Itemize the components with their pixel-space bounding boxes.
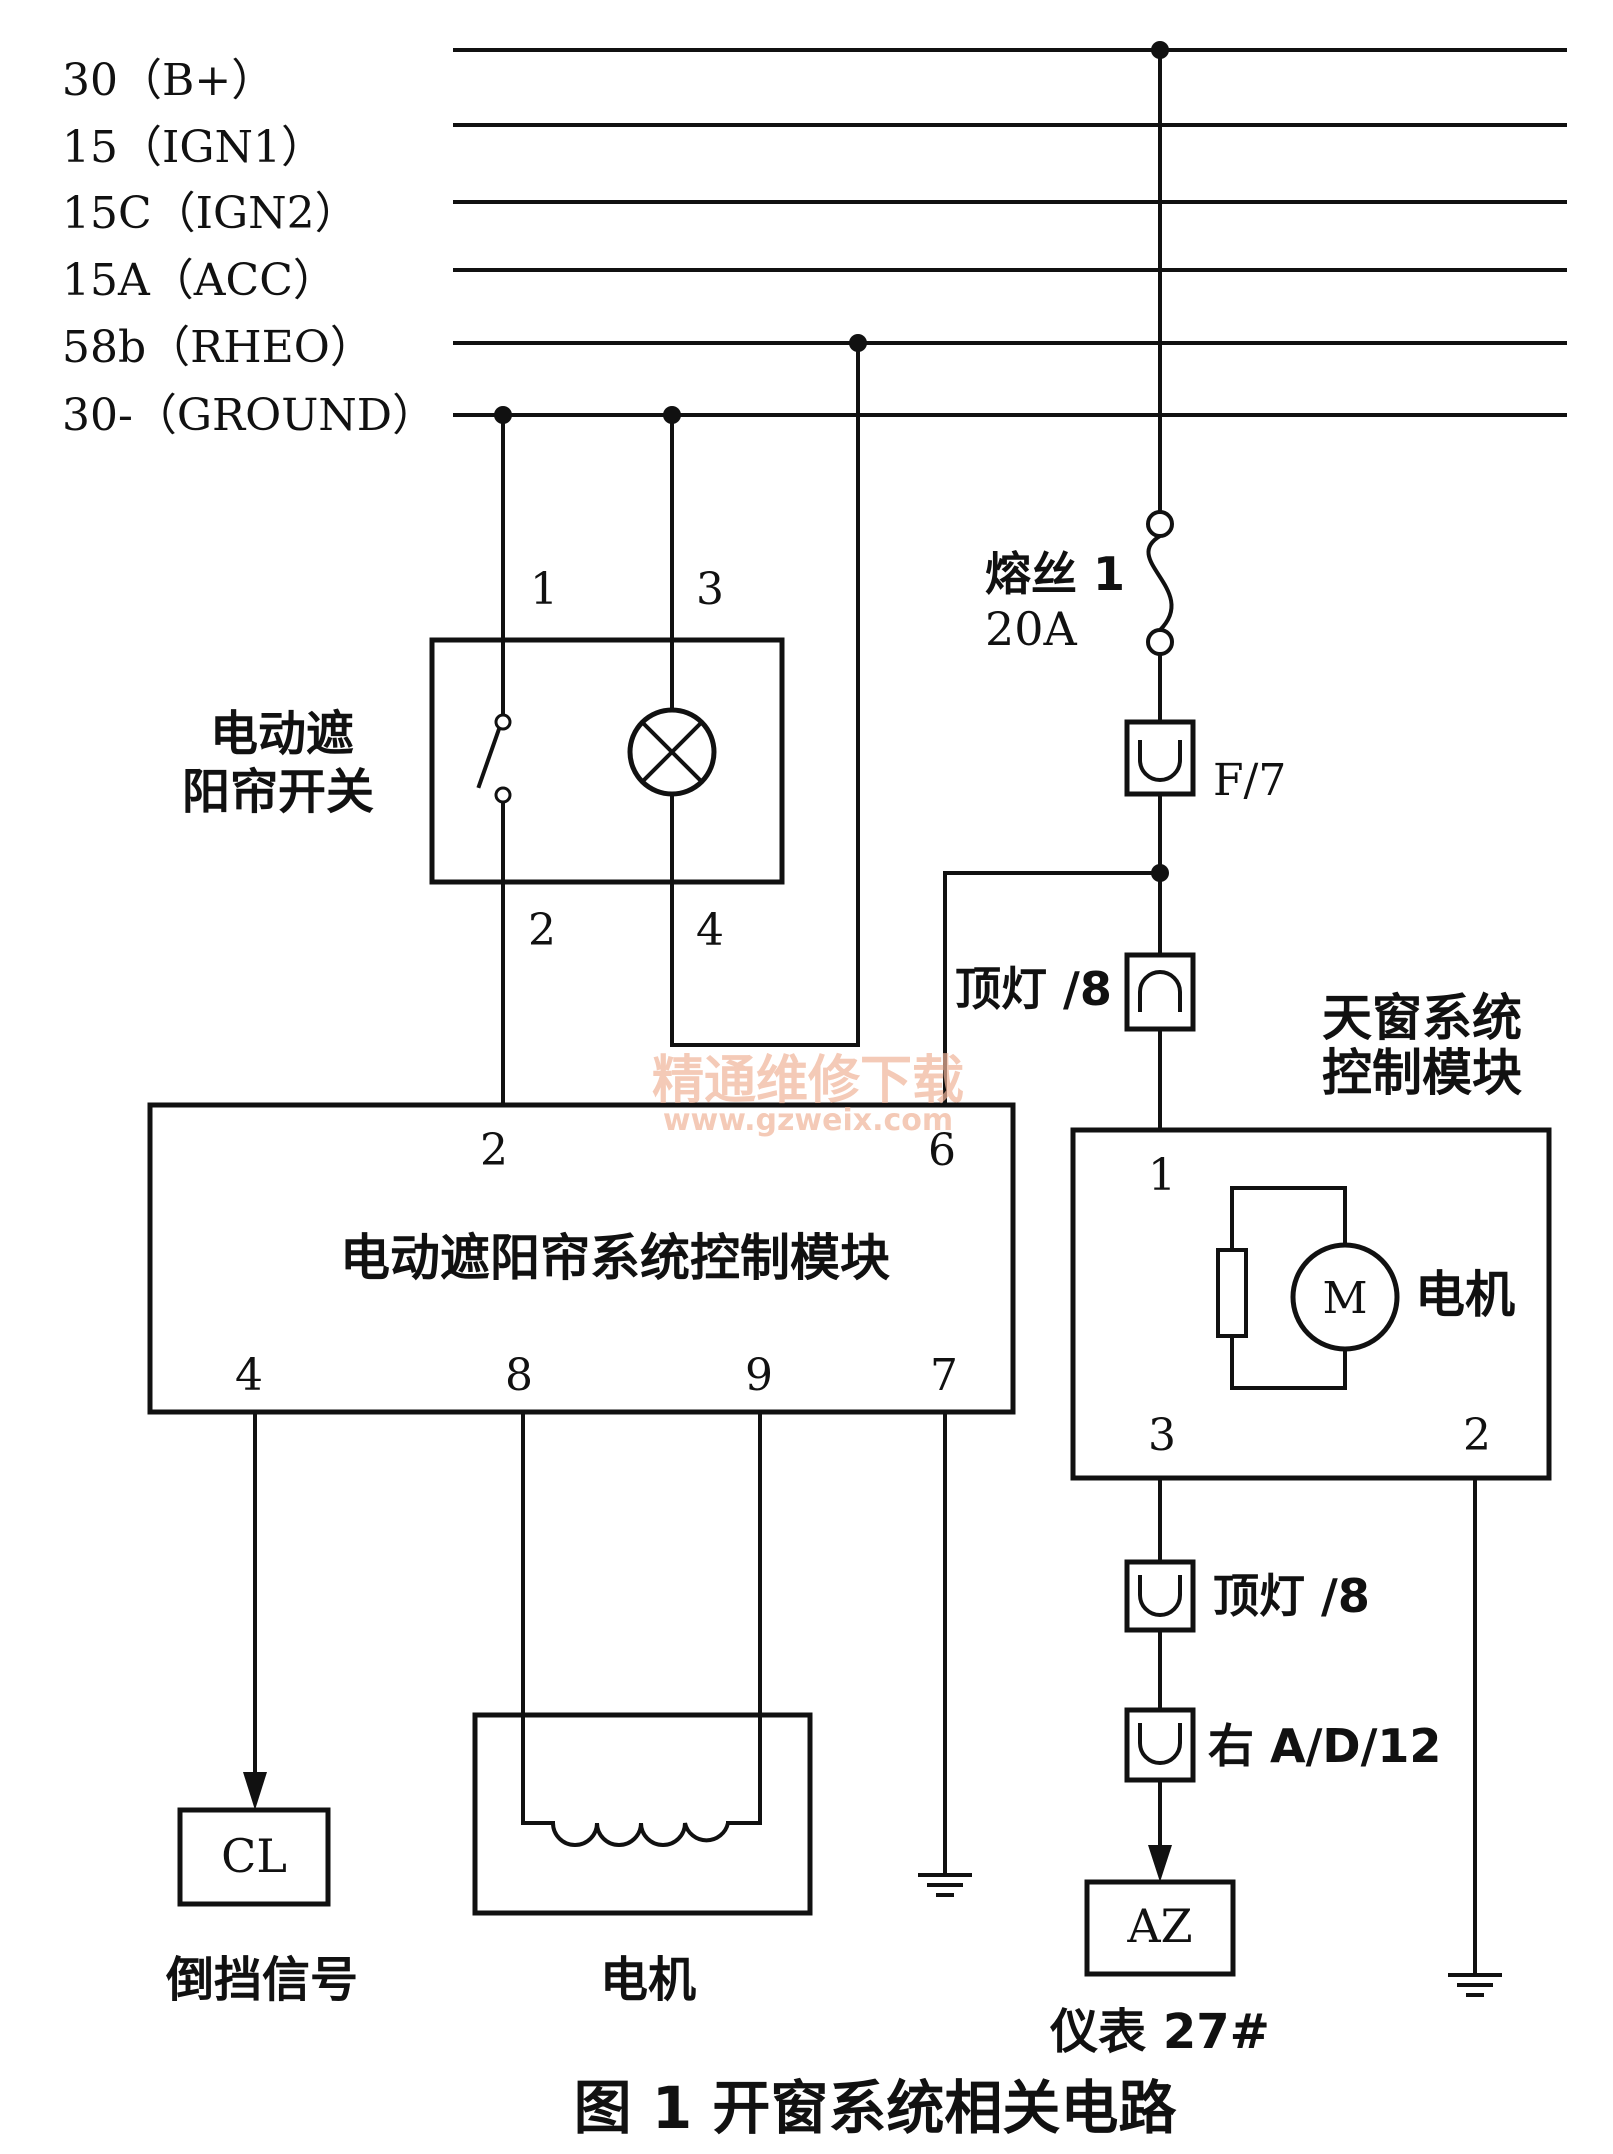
connector-dome-bottom — [1124, 1559, 1196, 1633]
fuse-contact-bottom — [1146, 628, 1174, 656]
shade-pin-9: 9 — [745, 1350, 773, 1401]
connector-right-ad — [1124, 1707, 1196, 1783]
bus-label-ign1: 15（IGN1） — [62, 122, 325, 173]
fuse-name: 熔丝 1 — [985, 547, 1125, 601]
bus-label-ground: 30-（GROUND） — [62, 390, 436, 441]
sunshade-module-name: 电动遮阳帘系统控制模块 — [340, 1229, 890, 1287]
bus-label-rheo: 58b（RHEO） — [62, 322, 374, 373]
sunroof-pin-2: 2 — [1463, 1410, 1491, 1461]
az-label: 仪表 27# — [1049, 2004, 1270, 2060]
ground-icon-1 — [918, 1873, 972, 1897]
wire-branch-to-pin6 — [943, 871, 1162, 1107]
switch-pin-2: 2 — [528, 905, 556, 956]
shade-pin-6: 6 — [928, 1125, 956, 1176]
wire-pin9-to-coil — [726, 1410, 762, 1825]
cl-box — [177, 1807, 331, 1907]
az-box-text: AZ — [1126, 1899, 1192, 1953]
fuse-icon — [1146, 534, 1174, 632]
sunroof-pin-1: 1 — [1148, 1150, 1176, 1201]
switch-contact-top — [494, 713, 512, 731]
arrow-to-az — [1148, 1845, 1172, 1882]
watermark-line1: 精通维修下载 — [652, 1051, 964, 1111]
connector-f7 — [1124, 719, 1196, 797]
sunroof-pin-3: 3 — [1148, 1410, 1176, 1461]
bus-label-ign2: 15C（IGN2） — [62, 188, 359, 239]
wire-pin8-to-coil — [521, 1410, 555, 1825]
sunroof-name-line1: 天窗系统 — [1322, 989, 1522, 1047]
az-box — [1084, 1879, 1236, 1977]
sunshade-module-box — [147, 1102, 1016, 1415]
connector-dome-top-label: 顶灯 /8 — [955, 962, 1112, 1016]
connector-dome-top-icon — [1138, 970, 1182, 1012]
shade-pin-7: 7 — [930, 1350, 958, 1401]
sunroof-motor-icon — [1290, 1242, 1400, 1352]
switch-blade — [476, 726, 502, 789]
watermark: 精通维修下载 www.gzweix.com — [652, 1051, 964, 1138]
connector-dome-bottom-icon — [1138, 1575, 1182, 1617]
switch-pin-4: 4 — [696, 905, 724, 956]
switch-pin-3: 3 — [696, 564, 724, 615]
connector-f7-icon — [1138, 740, 1182, 782]
fuse-feed: 熔丝 1 20A F/7 顶灯 /8 — [943, 48, 1286, 1132]
connector-right-ad-icon — [1138, 1723, 1182, 1765]
sunroof-motor-loop-top — [1230, 1186, 1347, 1252]
fuse-rating: 20A — [985, 602, 1078, 656]
sunroof-resistor-icon — [1216, 1248, 1248, 1338]
watermark-line2: www.gzweix.com — [663, 1103, 953, 1138]
junction-dots — [494, 41, 1169, 882]
cl-label: 倒挡信号 — [165, 1952, 358, 2008]
bus-label-b-plus: 30（B+） — [62, 55, 275, 106]
switch-pin-1: 1 — [530, 564, 558, 615]
switch-contact-bottom — [494, 786, 512, 804]
figure-caption: 图 1 开窗系统相关电路 — [574, 2074, 1178, 2142]
ground-icon-2 — [1448, 1973, 1502, 1997]
arrow-to-cl — [243, 1772, 267, 1810]
power-buses: 30（B+） 15（IGN1） 15C（IGN2） 15A（ACC） 58b（R… — [62, 48, 1567, 441]
wire-lamp-to-rheo — [670, 341, 860, 1047]
bus-label-acc: 15A（ACC） — [62, 255, 337, 306]
sunroof-module-box — [1070, 1127, 1552, 1481]
sunroof-motor-symbol: M — [1322, 1273, 1367, 1324]
switch-name-line1: 电动遮 — [210, 706, 354, 762]
shade-motor-box — [472, 1712, 813, 1916]
sunshade-switch: 电动遮 阳帘开关 1 3 2 4 — [182, 341, 860, 1107]
shade-pin-4: 4 — [235, 1350, 263, 1401]
sunroof-control-module: 天窗系统 控制模块 1 3 2 M 电机 顶灯 /8 右 A/D/12 AZ 仪… — [1049, 989, 1552, 2060]
switch-name-line2: 阳帘开关 — [182, 764, 374, 820]
lamp-cross-2 — [640, 720, 704, 784]
sunshade-control-module: 电动遮阳帘系统控制模块 2 6 4 8 9 7 CL 倒挡信号 电机 — [147, 1102, 1016, 2008]
motor-coil-icon — [551, 1822, 730, 1847]
connector-dome-bottom-label: 顶灯 /8 — [1213, 1569, 1370, 1623]
sunroof-name-line2: 控制模块 — [1322, 1044, 1522, 1102]
connector-dome-top — [1124, 952, 1196, 1032]
connector-f7-label: F/7 — [1213, 755, 1286, 806]
cl-box-text: CL — [221, 1829, 287, 1883]
shade-pin-8: 8 — [505, 1350, 533, 1401]
sunroof-motor-label: 电机 — [1415, 1266, 1515, 1324]
connector-right-ad-label: 右 A/D/12 — [1208, 1719, 1441, 1773]
fuse-contact-top — [1146, 510, 1174, 538]
shade-pin-2: 2 — [480, 1125, 508, 1176]
shade-motor-label: 电机 — [600, 1952, 696, 2008]
switch-box — [429, 637, 785, 885]
